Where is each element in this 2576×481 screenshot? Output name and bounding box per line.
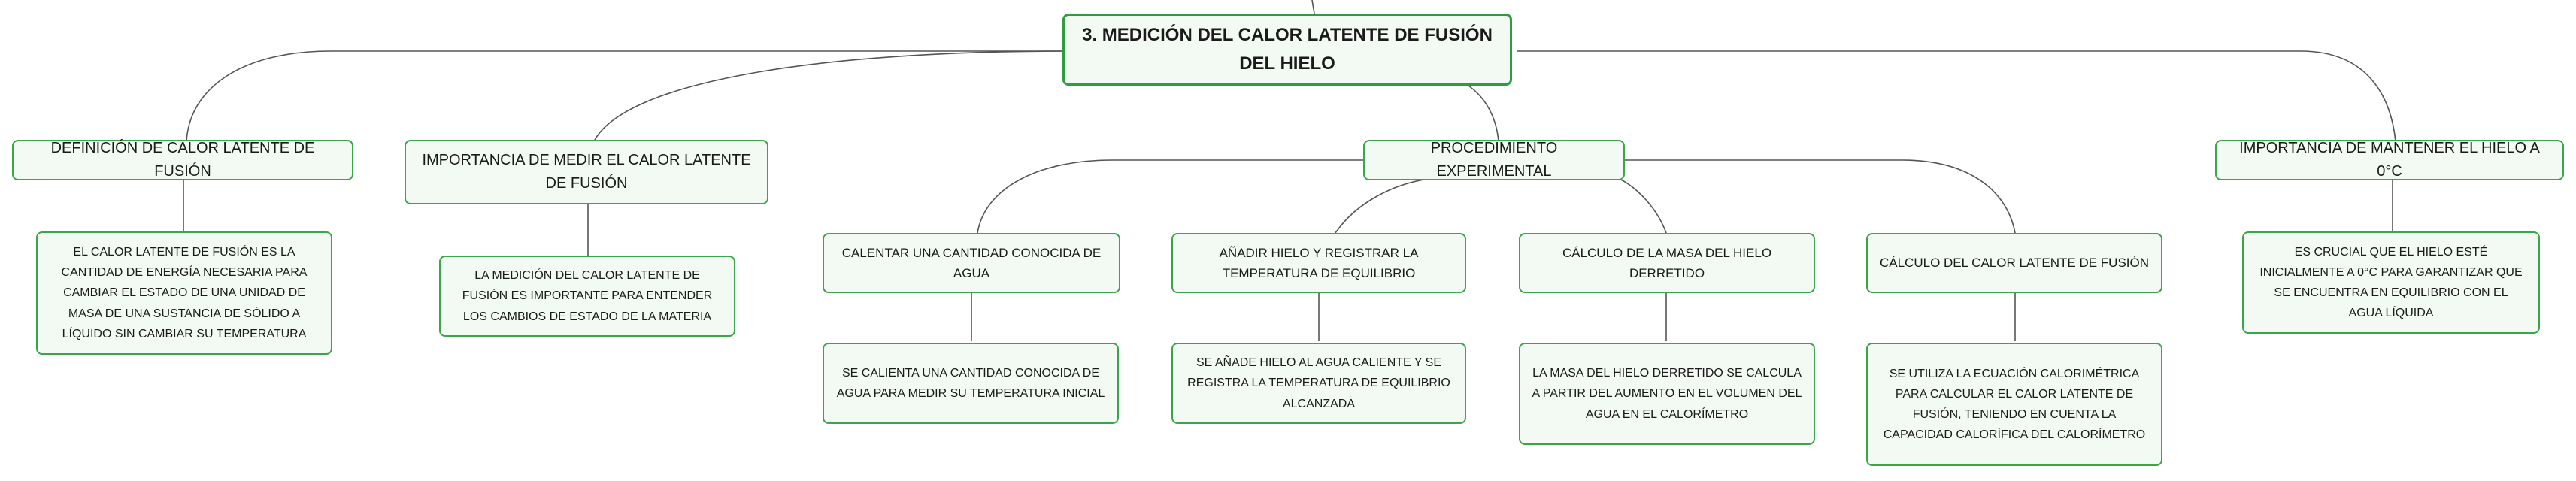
step-calor-latente[interactable]: CÁLCULO DEL CALOR LATENTE DE FUSIÓN	[1866, 233, 2162, 293]
topic-procedimiento[interactable]: PROCEDIMIENTO EXPERIMENTAL	[1363, 140, 1625, 180]
topic-definicion-label: DEFINICIÓN DE CALOR LATENTE DE FUSIÓN	[50, 140, 315, 180]
edge-proc-step2	[1335, 177, 1444, 234]
detail-mantener[interactable]: ES CRUCIAL QUE EL HIELO ESTÉ INICIALMENT…	[2242, 231, 2540, 334]
edge-root-importancia	[593, 50, 1068, 142]
topic-mantener-label: IMPORTANCIA DE MANTENER EL HIELO A 0°C	[2239, 140, 2540, 180]
step-masa-hielo[interactable]: CÁLCULO DE LA MASA DEL HIELO DERRETIDO	[1519, 233, 1815, 293]
detail-importancia-text: LA MEDICIÓN DEL CALOR LATENTE DE FUSIÓN …	[462, 269, 713, 323]
step-calor-latente-label: CÁLCULO DEL CALOR LATENTE DE FUSIÓN	[1879, 256, 2150, 271]
edge-proc-step4	[1623, 159, 2016, 234]
detail-masa-hielo[interactable]: LA MASA DEL HIELO DERRETIDO SE CALCULA A…	[1519, 343, 1815, 445]
detail-definicion-text: EL CALOR LATENTE DE FUSIÓN ES LA CANTIDA…	[61, 246, 308, 340]
edge-root-mantener	[1517, 50, 2396, 142]
detail-anadir-hielo-text: SE AÑADE HIELO AL AGUA CALIENTE Y SE REG…	[1187, 356, 1450, 410]
detail-calentar[interactable]: SE CALIENTA UNA CANTIDAD CONOCIDA DE AGU…	[823, 343, 1119, 424]
step-anadir-hielo[interactable]: AÑADIR HIELO Y REGISTRAR LA TEMPERATURA …	[1171, 233, 1466, 293]
detail-definicion[interactable]: EL CALOR LATENTE DE FUSIÓN ES LA CANTIDA…	[36, 231, 332, 355]
detail-calor-latente-text: SE UTILIZA LA ECUACIÓN CALORIMÉTRICA PAR…	[1883, 367, 2146, 442]
edge-root-definicion	[186, 50, 1068, 142]
detail-calentar-text: SE CALIENTA UNA CANTIDAD CONOCIDA DE AGU…	[836, 366, 1105, 400]
topic-mantener[interactable]: IMPORTANCIA DE MANTENER EL HIELO A 0°C	[2215, 140, 2564, 180]
step-calentar-label: CALENTAR UNA CANTIDAD CONOCIDA DE AGUA	[841, 245, 1102, 280]
topic-definicion[interactable]: DEFINICIÓN DE CALOR LATENTE DE FUSIÓN	[12, 140, 353, 180]
topic-importancia-label: IMPORTANCIA DE MEDIR EL CALOR LATENTE DE…	[422, 152, 751, 192]
detail-anadir-hielo[interactable]: SE AÑADE HIELO AL AGUA CALIENTE Y SE REG…	[1171, 343, 1466, 424]
edge-root-parent	[1311, 0, 1315, 14]
step-calentar[interactable]: CALENTAR UNA CANTIDAD CONOCIDA DE AGUA	[823, 233, 1120, 293]
root-title: 3. MEDICIÓN DEL CALOR LATENTE DE FUSIÓN …	[1082, 24, 1493, 74]
topic-procedimiento-label: PROCEDIMIENTO EXPERIMENTAL	[1430, 140, 1558, 180]
topic-importancia[interactable]: IMPORTANCIA DE MEDIR EL CALOR LATENTE DE…	[405, 140, 768, 204]
step-masa-hielo-label: CÁLCULO DE LA MASA DEL HIELO DERRETIDO	[1562, 245, 1772, 280]
detail-masa-hielo-text: LA MASA DEL HIELO DERRETIDO SE CALCULA A…	[1532, 367, 1802, 421]
edge-proc-step1	[977, 159, 1367, 234]
edge-root-procedimiento	[1465, 83, 1499, 142]
root-topic[interactable]: 3. MEDICIÓN DEL CALOR LATENTE DE FUSIÓN …	[1062, 14, 1512, 86]
step-anadir-hielo-label: AÑADIR HIELO Y REGISTRAR LA TEMPERATURA …	[1219, 245, 1419, 280]
detail-mantener-text: ES CRUCIAL QUE EL HIELO ESTÉ INICIALMENT…	[2259, 245, 2523, 320]
detail-importancia[interactable]: LA MEDICIÓN DEL CALOR LATENTE DE FUSIÓN …	[439, 256, 735, 337]
detail-calor-latente[interactable]: SE UTILIZA LA ECUACIÓN CALORIMÉTRICA PAR…	[1866, 343, 2162, 466]
edge-proc-step3	[1616, 177, 1667, 234]
